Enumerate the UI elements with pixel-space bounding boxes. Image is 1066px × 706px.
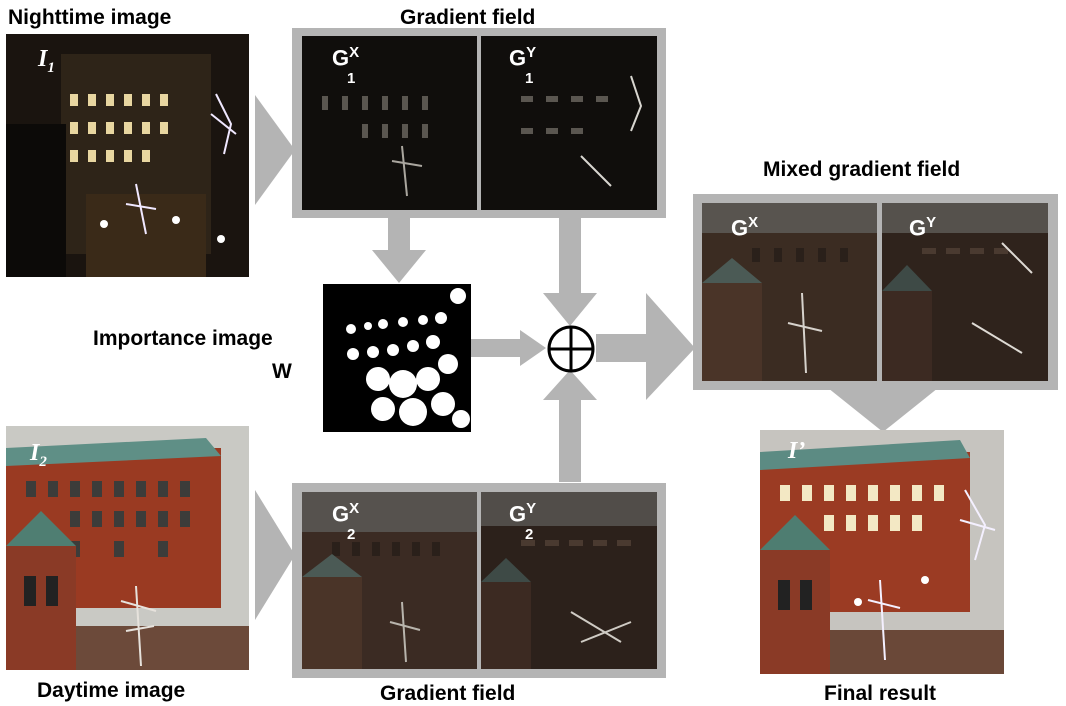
importance-label: Importance image: [93, 327, 273, 350]
g1x-label: GX: [332, 44, 360, 71]
arrow-day-to-gradient: [255, 490, 295, 620]
gradient-field-bottom-label: Gradient field: [380, 682, 516, 705]
gx-label: GX: [731, 214, 759, 241]
gradient-g2y-image: [481, 492, 657, 669]
daytime-image: [6, 426, 249, 670]
gradient-g1y-image: [481, 36, 657, 210]
gradient-g2x-image: [302, 492, 477, 669]
g2x-label: GX: [332, 500, 360, 527]
mixed-gx-image: [702, 203, 877, 381]
gradient-g1x-image: [302, 36, 477, 210]
arrow-g1y-to-plus-head: [543, 293, 597, 326]
importance-image: [323, 284, 471, 432]
final-result-image: [760, 430, 1004, 674]
gradient-field-top-label: Gradient field: [400, 6, 536, 29]
mixed-gradient-label: Mixed gradient field: [763, 158, 961, 181]
g1y-label: GY: [509, 44, 537, 71]
arrow-night-to-gradient: [255, 95, 295, 205]
final-result-label: Final result: [824, 682, 937, 705]
g1x-subscript: 1: [347, 70, 356, 87]
i1-label: I1: [38, 46, 55, 76]
arrow-importance-to-plus-head: [520, 330, 546, 366]
arrow-plus-to-mixed-head: [646, 293, 695, 400]
i2-label: I2: [30, 440, 47, 470]
arrow-mixed-to-final: [828, 388, 938, 432]
nighttime-image: [6, 34, 249, 277]
arrow-plus-to-mixed-shaft: [596, 334, 648, 362]
nighttime-label: Nighttime image: [8, 6, 172, 29]
arrow-grad-to-importance-shaft: [388, 216, 410, 252]
arrow-g1y-to-plus-shaft: [559, 216, 581, 294]
gy-label: GY: [909, 214, 937, 241]
g2y-label: GY: [509, 500, 537, 527]
g2x-subscript: 2: [347, 526, 356, 543]
arrow-g2y-to-plus-shaft: [559, 398, 581, 482]
mixed-gy-image: [882, 203, 1048, 381]
arrow-grad-to-importance-head: [372, 250, 426, 283]
arrow-importance-to-plus-shaft: [470, 339, 522, 357]
g2y-subscript: 2: [525, 526, 534, 543]
daytime-label: Daytime image: [37, 679, 186, 702]
arrow-g2y-to-plus-head: [543, 370, 597, 400]
importance-w-label: W: [272, 360, 292, 383]
iprime-label: I’: [788, 438, 806, 464]
g1y-subscript: 1: [525, 70, 534, 87]
